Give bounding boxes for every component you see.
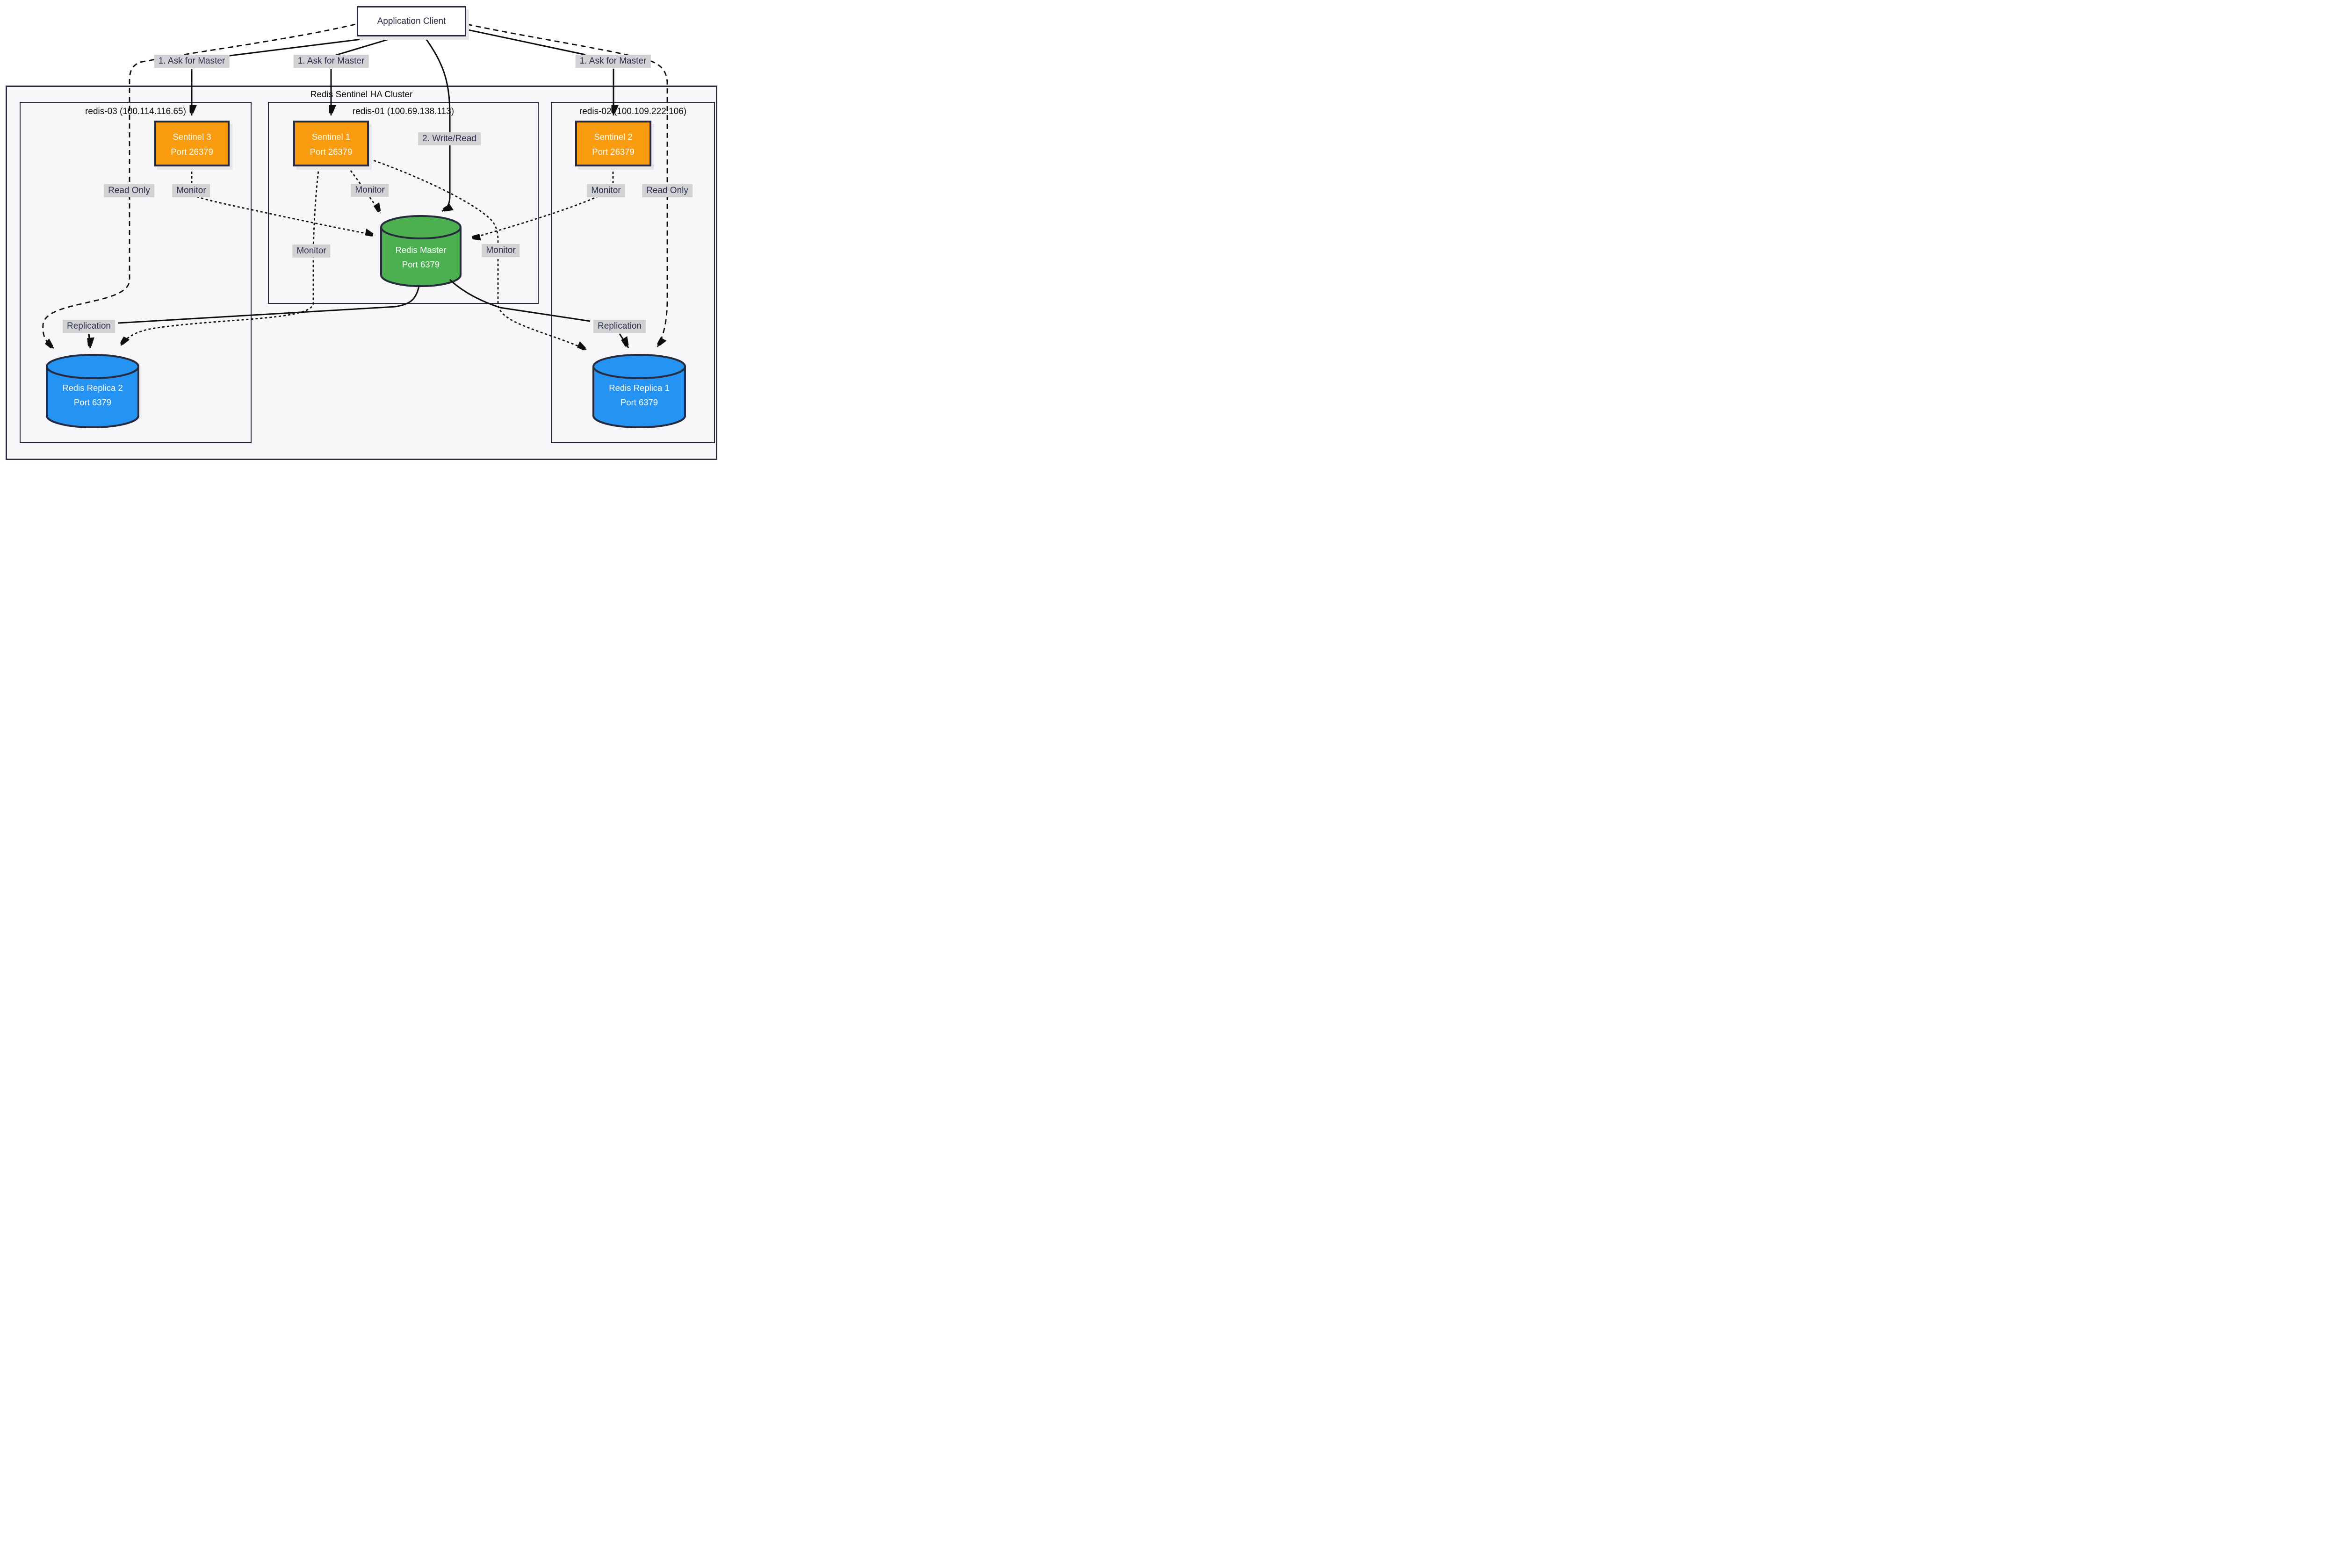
diagram-edges-layer xyxy=(42,23,686,428)
sentinel-2-node: Sentinel 2 Port 26379 xyxy=(575,121,651,166)
edge-label-monitor-sentinel2: Monitor xyxy=(587,184,625,197)
edge-client-ask-right xyxy=(466,29,586,56)
sentinel-2-port: Port 26379 xyxy=(592,147,635,157)
edge-label-monitor-left: Monitor xyxy=(292,245,331,258)
redis-replica-1-name: Redis Replica 1 xyxy=(609,383,670,393)
host-label-redis-03: redis-03 (100.114.116.65) xyxy=(85,107,186,116)
redis-master-cylinder xyxy=(380,215,462,287)
host-label-redis-01: redis-01 (100.69.138.113) xyxy=(352,107,455,116)
edge-sentinel1-monitor-master xyxy=(347,166,381,214)
sentinel-1-node: Sentinel 1 Port 26379 xyxy=(293,121,369,166)
edge-master-replication-right xyxy=(449,279,591,322)
redis-replica-2-name: Redis Replica 2 xyxy=(62,383,123,393)
edge-label-replication-right: Replication xyxy=(593,320,646,333)
sentinel-3-port: Port 26379 xyxy=(171,147,213,157)
edge-replication-left-to-replica2 xyxy=(89,333,90,349)
redis-master-port: Port 6379 xyxy=(402,259,440,269)
edge-client-ask-mid xyxy=(335,36,397,56)
edge-sentinel1-monitor-replica2 xyxy=(121,166,320,346)
redis-sentinel-architecture-diagram: Redis Sentinel HA Cluster redis-03 (100.… xyxy=(0,0,723,460)
redis-master-name: Redis Master xyxy=(395,245,447,255)
edge-label-ask-for-master-left: 1. Ask for Master xyxy=(154,55,230,68)
edge-label-write-read: 2. Write/Read xyxy=(418,132,481,145)
sentinel-1-port: Port 26379 xyxy=(310,147,353,157)
edge-sentinel3-monitor-master xyxy=(191,167,375,235)
edge-master-replication-left xyxy=(117,286,420,324)
redis-replica-1-cylinder xyxy=(592,354,686,428)
edge-label-ask-for-master-right: 1. Ask for Master xyxy=(575,55,651,68)
edge-label-monitor-sentinel1: Monitor xyxy=(351,184,389,197)
edge-client-write-read-master xyxy=(424,36,450,211)
redis-replica-2-cylinder xyxy=(46,354,139,428)
edge-label-ask-for-master-mid: 1. Ask for Master xyxy=(293,55,369,68)
redis-replica-1-port: Port 6379 xyxy=(620,397,658,407)
application-client-node: Application Client xyxy=(357,6,466,36)
cluster-title: Redis Sentinel HA Cluster xyxy=(310,90,413,100)
redis-replica-2-label: Redis Replica 2 Port 6379 xyxy=(48,381,137,410)
edge-label-read-only-right: Read Only xyxy=(642,184,693,197)
redis-replica-1-label: Redis Replica 1 Port 6379 xyxy=(595,381,684,410)
sentinel-3-node: Sentinel 3 Port 26379 xyxy=(154,121,230,166)
edge-client-ask-left xyxy=(218,36,380,58)
edge-label-monitor-right: Monitor xyxy=(482,244,520,257)
edge-label-read-only-left: Read Only xyxy=(104,184,154,197)
edge-label-replication-left: Replication xyxy=(63,320,115,333)
edge-sentinel2-monitor-master xyxy=(470,167,614,238)
edge-sentinel1-monitor-replica1 xyxy=(369,158,587,351)
sentinel-1-name: Sentinel 1 xyxy=(311,132,351,142)
edge-replication-right-to-replica1 xyxy=(619,333,628,348)
sentinel-3-name: Sentinel 3 xyxy=(173,132,211,142)
edge-client-readonly-replica1 xyxy=(467,23,668,347)
sentinel-2-name: Sentinel 2 xyxy=(594,132,633,142)
edge-label-monitor-sentinel3: Monitor xyxy=(172,184,210,197)
host-label-redis-02: redis-02 (100.109.222.106) xyxy=(579,107,687,116)
edge-client-readonly-replica2 xyxy=(42,23,356,349)
application-client-label: Application Client xyxy=(377,16,446,26)
redis-replica-2-port: Port 6379 xyxy=(73,397,112,407)
redis-master-label: Redis Master Port 6379 xyxy=(381,243,461,272)
